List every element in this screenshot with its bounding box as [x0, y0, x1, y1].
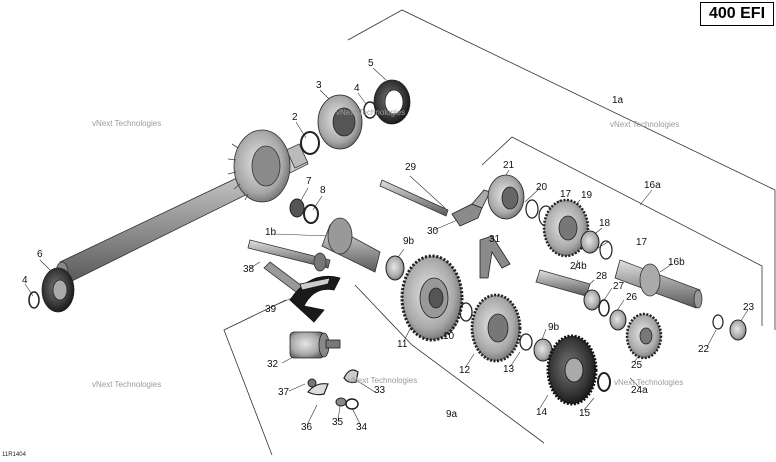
callout-25: 25 — [631, 360, 643, 371]
screw-37 — [307, 378, 317, 388]
callout-17-lower: 17 — [636, 237, 648, 248]
callout-14: 14 — [536, 407, 548, 418]
bushing-9b-upper — [385, 255, 405, 281]
callout-12: 12 — [459, 365, 471, 376]
callout-27: 27 — [613, 281, 625, 292]
callout-7: 7 — [306, 176, 312, 187]
ring-13 — [519, 333, 533, 351]
callout-4-left: 4 — [22, 275, 28, 286]
ring-17-lower — [599, 240, 613, 260]
ring-22 — [712, 314, 724, 330]
link-33 — [343, 369, 359, 384]
callout-26: 26 — [626, 292, 638, 303]
callout-24a: 24a — [631, 385, 648, 396]
washer-7 — [289, 198, 305, 218]
gear-14 — [546, 334, 598, 406]
callout-30: 30 — [427, 226, 439, 237]
bushing-9b-lower — [533, 338, 553, 362]
bushing-28 — [583, 289, 601, 311]
callout-35: 35 — [332, 417, 344, 428]
document-id: 11R1404 — [2, 452, 26, 458]
ring-4-top — [363, 101, 377, 119]
countershaft-16b — [614, 259, 703, 309]
callout-16b: 16b — [668, 257, 685, 268]
callout-18: 18 — [599, 218, 611, 229]
callout-33: 33 — [374, 385, 386, 396]
bevel-gear — [227, 129, 291, 203]
callout-17-upper: 17 — [560, 189, 572, 200]
callout-1a: 1a — [612, 95, 624, 106]
washer-8 — [303, 204, 319, 224]
ring-20 — [525, 199, 539, 219]
callout-21: 21 — [503, 160, 515, 171]
callout-9b-lower: 9b — [548, 322, 560, 333]
ring-27 — [598, 299, 610, 317]
bearing-6 — [41, 267, 75, 313]
callout-28: 28 — [596, 271, 608, 282]
callout-24b: 24b — [570, 261, 587, 272]
callout-34: 34 — [356, 422, 368, 433]
callout-37: 37 — [278, 387, 290, 398]
watermark: vNext Technologies — [92, 380, 162, 389]
washer-34 — [345, 398, 359, 410]
ring-10 — [459, 302, 473, 322]
gear-11 — [400, 254, 464, 342]
bushing-23 — [729, 319, 747, 341]
bushing-18 — [580, 230, 600, 254]
bearing-3 — [317, 94, 363, 150]
gear-12 — [470, 293, 522, 363]
callout-16a: 16a — [644, 180, 661, 191]
callout-29: 29 — [405, 162, 417, 173]
ring-4-left — [28, 291, 40, 309]
actuator-32 — [289, 331, 341, 359]
callout-11: 11 — [397, 339, 408, 350]
callout-22: 22 — [698, 344, 710, 355]
callout-2: 2 — [292, 112, 298, 123]
callout-15: 15 — [579, 408, 591, 419]
seal-5 — [373, 79, 411, 125]
gear-19 — [542, 198, 590, 258]
callout-5: 5 — [368, 58, 374, 69]
watermark: vNext Technologies — [614, 378, 684, 387]
callout-9b-upper: 9b — [403, 236, 415, 247]
callout-23: 23 — [743, 302, 755, 313]
watermark: vNext Technologies — [610, 120, 680, 129]
shift-lever-39 — [289, 275, 341, 323]
callout-31: 31 — [489, 234, 501, 245]
callout-13: 13 — [503, 364, 515, 375]
shaft-24b — [535, 269, 591, 297]
bushing-26 — [609, 309, 627, 331]
callout-39: 39 — [265, 304, 277, 315]
callout-1b: 1b — [265, 227, 277, 238]
spline-shaft — [321, 217, 381, 273]
callout-9a: 9a — [446, 409, 458, 420]
shift-fork-30 — [451, 189, 491, 227]
callout-36: 36 — [301, 422, 313, 433]
dog-clutch-21 — [487, 174, 525, 220]
callout-38: 38 — [243, 264, 255, 275]
callout-20: 20 — [536, 182, 548, 193]
callout-19: 19 — [581, 190, 593, 201]
ring-15 — [597, 372, 611, 392]
watermark: vNext Technologies — [336, 108, 406, 117]
gear-25 — [625, 312, 663, 360]
shift-rod-29 — [379, 179, 449, 217]
callout-6: 6 — [37, 249, 43, 260]
clip-35 — [335, 397, 347, 407]
callout-8: 8 — [320, 185, 326, 196]
shift-fork-31 — [479, 235, 511, 279]
callout-10: 10 — [443, 331, 455, 342]
bracket-lines — [223, 9, 776, 456]
callout-4-top: 4 — [354, 83, 360, 94]
callout-3: 3 — [316, 80, 322, 91]
model-badge: 400 EFI — [700, 2, 774, 26]
washer-2 — [300, 131, 320, 155]
watermark: vNext Technologies — [92, 119, 162, 128]
callout-32: 32 — [267, 359, 279, 370]
watermark: vNext Technologies — [348, 376, 418, 385]
